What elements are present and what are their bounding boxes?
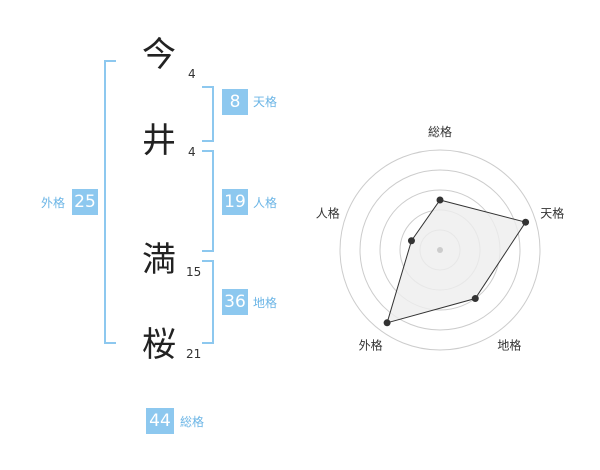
- gaikaku-value: 25: [72, 189, 98, 215]
- tenkaku-bracket: [202, 86, 214, 142]
- name-char-3-strokes: 15: [186, 265, 202, 279]
- radar-grid-ring-5: [339, 149, 541, 351]
- gaikaku-bracket: [104, 60, 116, 344]
- name-char-2-strokes: 4: [188, 145, 196, 159]
- chikaku-value: 36: [222, 289, 248, 315]
- radar-point-2: [522, 218, 530, 226]
- chikaku-bracket: [202, 260, 214, 344]
- radar-axis-label-5: 人格: [316, 206, 340, 221]
- radar-point-4: [383, 319, 391, 327]
- tenkaku-value: 8: [222, 89, 248, 115]
- soukaku-label: 総格: [180, 415, 205, 429]
- radar-series-polygon: [386, 199, 527, 324]
- radar-grid-ring-4: [359, 169, 521, 331]
- jinkaku-value: 19: [222, 189, 248, 215]
- radar-center-dot: [437, 247, 443, 253]
- name-char-4-strokes: 21: [186, 347, 202, 361]
- radar-point-3: [471, 295, 479, 303]
- gaikaku-label: 外格: [41, 196, 66, 210]
- radar-axis-label-2: 天格: [540, 206, 564, 221]
- radar-point-1: [436, 196, 444, 204]
- name-char-1-strokes: 4: [188, 67, 196, 81]
- soukaku-value: 44: [146, 408, 174, 434]
- radar-point-5: [407, 237, 415, 245]
- name-char-3: 満: [142, 240, 176, 280]
- name-char-1: 今: [142, 35, 176, 75]
- radar-axis-label-1: 総格: [428, 124, 452, 139]
- tenkaku-label: 天格: [253, 95, 278, 109]
- jinkaku-label: 人格: [253, 196, 278, 210]
- radar-axis-label-4: 外格: [359, 337, 383, 352]
- name-char-4: 桜: [142, 325, 176, 365]
- radar-axis-label-3: 地格: [497, 337, 521, 352]
- jinkaku-bracket: [202, 150, 214, 252]
- name-char-2: 井: [142, 121, 176, 161]
- chikaku-label: 地格: [253, 296, 278, 310]
